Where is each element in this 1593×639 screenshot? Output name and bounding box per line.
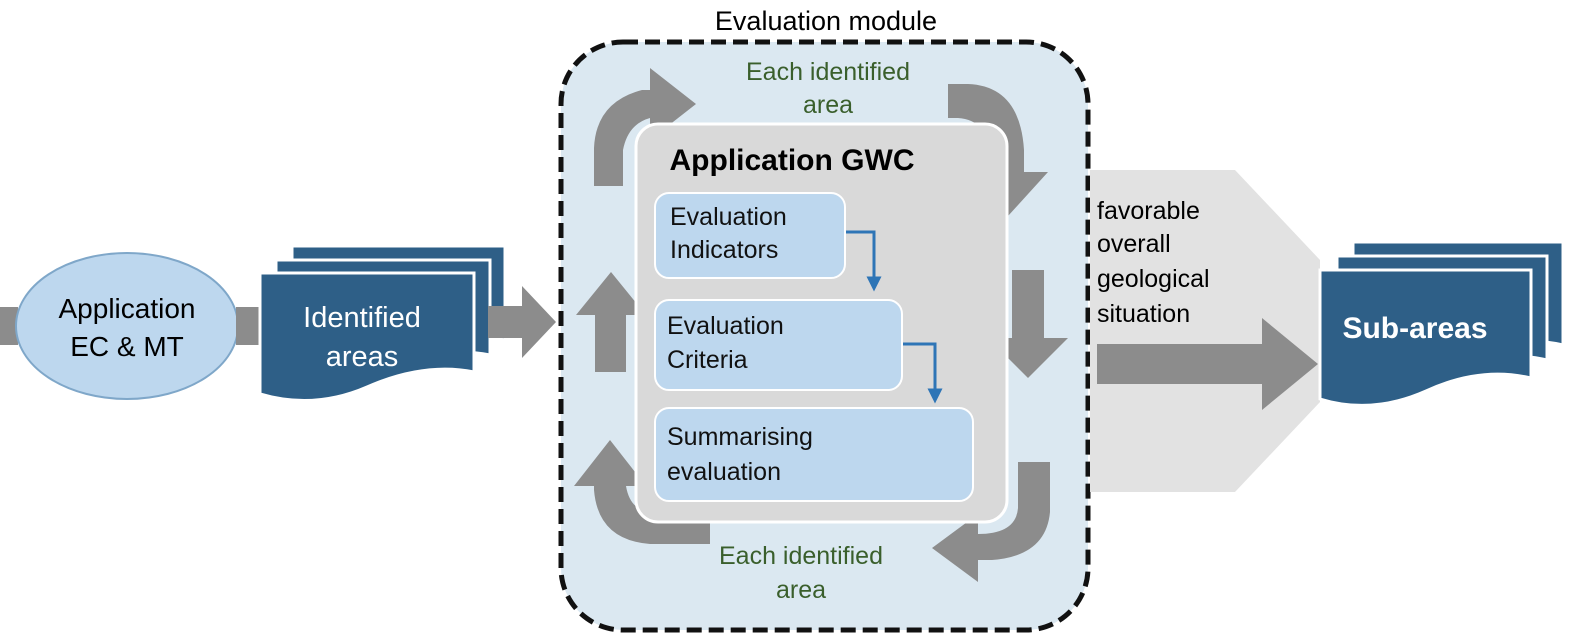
connector-step-2-to-3 [903, 342, 943, 404]
condition-label-line-3: geological [1097, 265, 1210, 293]
step-3-line-1: Summarising [667, 423, 813, 451]
bottom-identified-area-label-line-2: area [776, 576, 826, 604]
step-3-line-2: evaluation [667, 458, 781, 486]
arrow-into-module [488, 286, 556, 358]
condition-label-line-2: overall [1097, 230, 1171, 258]
arrow-up-left-side [576, 272, 646, 372]
step-2-line-2: Criteria [667, 346, 748, 374]
arrow-to-sub-areas [1097, 318, 1318, 410]
identified-areas-label-line-1: Identified [303, 302, 421, 334]
top-identified-area-label-line-2: area [803, 91, 853, 119]
step-evaluation-indicators: Evaluation Indicators [654, 192, 846, 279]
step-1-line-1: Evaluation [670, 203, 787, 231]
cycle-arrow-bottom-right [932, 462, 1050, 582]
cycle-arrow-top-left [594, 68, 696, 186]
application-ec-mt-node: Application EC & MT [15, 252, 239, 400]
condition-label-line-1: favorable [1097, 197, 1200, 225]
sub-areas-label: Sub-areas [1342, 312, 1487, 345]
application-label-line-1: Application [59, 293, 196, 324]
output-chevron [1090, 170, 1320, 492]
application-label-line-2: EC & MT [70, 331, 184, 362]
sub-areas-documents: Sub-areas [1318, 240, 1565, 407]
identified-areas-documents: Identified areas [258, 244, 507, 402]
condition-label-line-4: situation [1097, 300, 1190, 328]
left-edge-connector [0, 307, 18, 345]
evaluation-module-title: Evaluation module [715, 6, 937, 36]
bottom-identified-area-label-line-1: Each identified [719, 542, 883, 570]
connector-to-identified-areas [236, 307, 262, 345]
application-gwc-title: Application GWC [670, 144, 915, 177]
step-evaluation-criteria: Evaluation Criteria [654, 299, 903, 391]
identified-areas-label-line-2: areas [326, 341, 399, 373]
connector-step-1-to-2 [846, 230, 882, 292]
top-identified-area-label-line-1: Each identified [746, 58, 910, 86]
step-summarising-evaluation: Summarising evaluation [654, 407, 974, 502]
step-2-line-1: Evaluation [667, 312, 784, 340]
step-1-line-2: Indicators [670, 236, 778, 264]
